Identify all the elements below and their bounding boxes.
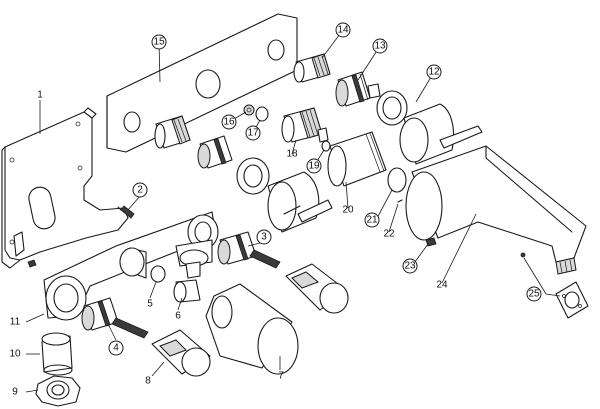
callout-19: 19 bbox=[306, 158, 322, 174]
part-mounting-bracket bbox=[1, 107, 129, 269]
part-handle-body bbox=[327, 131, 387, 187]
part-hex-nut bbox=[35, 375, 81, 407]
part-spout bbox=[405, 145, 587, 275]
callout-17: 17 bbox=[245, 125, 261, 141]
label-part-22: 22 bbox=[383, 229, 395, 240]
part-grub-screw bbox=[425, 237, 437, 247]
part-threaded-bushing-left bbox=[154, 115, 191, 149]
callout-labels: 1 2 3 4 5 6 7 8 9 10 11 12 13 14 15 16 1… bbox=[9, 22, 542, 398]
part-aerator-plate bbox=[555, 281, 589, 319]
callout-16: 16 bbox=[221, 114, 237, 130]
callout-2: 2 bbox=[132, 182, 148, 198]
label-part-1: 1 bbox=[37, 90, 43, 101]
part-threaded-bushing-upper bbox=[293, 53, 331, 83]
part-cover-plate bbox=[106, 13, 298, 153]
callout-14: 14 bbox=[335, 22, 351, 38]
part-cartridge-lower-left bbox=[81, 297, 149, 339]
part-elbow-pipe bbox=[43, 211, 219, 321]
part-sleeve-cover bbox=[205, 283, 299, 375]
part-o-ring-17 bbox=[255, 106, 269, 122]
label-part-5: 5 bbox=[147, 299, 153, 310]
part-lever-handle-upper bbox=[376, 90, 483, 165]
callout-25: 25 bbox=[526, 286, 542, 302]
part-small-nut bbox=[243, 104, 255, 116]
label-part-11: 11 bbox=[10, 317, 21, 328]
label-part-7: 7 bbox=[278, 371, 284, 382]
callout-23: 23 bbox=[402, 258, 418, 274]
callout-4: 4 bbox=[108, 340, 124, 356]
part-plug bbox=[173, 279, 201, 303]
callout-13: 13 bbox=[372, 38, 388, 54]
part-cartridge-lower-right bbox=[217, 231, 281, 269]
part-trim-ring-left bbox=[236, 157, 270, 195]
part-o-ring-21 bbox=[387, 167, 407, 193]
label-part-15: 15 bbox=[153, 37, 165, 48]
label-part-9: 9 bbox=[12, 387, 18, 398]
part-o-ring-5 bbox=[150, 265, 166, 283]
part-cartridge-left bbox=[197, 135, 233, 169]
label-part-4: 4 bbox=[113, 343, 119, 354]
label-part-6: 6 bbox=[175, 311, 181, 322]
part-small-screw bbox=[117, 205, 135, 219]
callout-12: 12 bbox=[426, 64, 442, 80]
label-part-24: 24 bbox=[436, 280, 448, 291]
part-union-nut bbox=[41, 332, 73, 376]
label-part-20: 20 bbox=[342, 205, 354, 216]
label-part-13: 13 bbox=[374, 41, 386, 52]
label-part-21: 21 bbox=[366, 215, 378, 226]
part-lever-handle-left bbox=[267, 171, 333, 233]
part-pin-22 bbox=[397, 199, 403, 203]
label-part-18: 18 bbox=[286, 149, 298, 160]
label-part-25: 25 bbox=[528, 289, 540, 300]
label-part-17: 17 bbox=[247, 128, 259, 139]
label-part-8: 8 bbox=[145, 376, 151, 387]
label-part-10: 10 bbox=[9, 349, 21, 360]
callout-15: 15 bbox=[151, 34, 167, 50]
part-knob-upper bbox=[285, 263, 349, 314]
leader-lines bbox=[25, 29, 561, 393]
label-part-2: 2 bbox=[137, 185, 143, 196]
part-threaded-bushing-middle bbox=[281, 107, 329, 143]
label-part-16: 16 bbox=[223, 117, 235, 128]
callout-3: 3 bbox=[256, 229, 272, 245]
label-part-19: 19 bbox=[308, 161, 320, 172]
label-part-3: 3 bbox=[261, 232, 267, 243]
part-cartridge-upper bbox=[335, 71, 381, 107]
label-part-23: 23 bbox=[404, 261, 416, 272]
part-o-ring-19 bbox=[321, 140, 331, 152]
part-knob-lower bbox=[151, 329, 211, 377]
callout-21: 21 bbox=[364, 212, 380, 228]
label-part-14: 14 bbox=[337, 25, 349, 36]
label-part-12: 12 bbox=[428, 67, 440, 78]
